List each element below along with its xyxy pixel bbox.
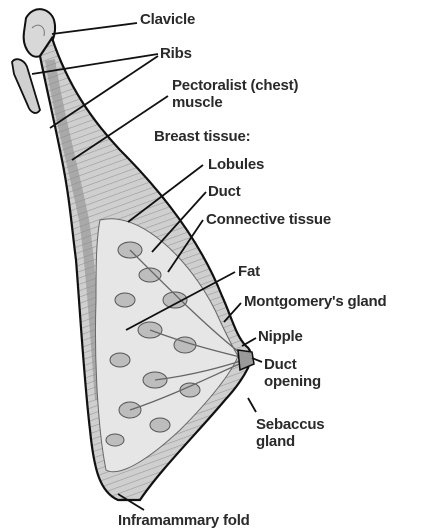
label-duct-opening: Duct opening [264,356,321,390]
label-breast-tissue: Breast tissue: [154,128,250,145]
label-pectoralis-muscle: Pectoralist (chest) muscle [172,77,298,111]
label-ribs: Ribs [160,45,192,62]
label-duct: Duct [208,183,241,200]
label-fat: Fat [238,263,260,280]
label-nipple: Nipple [258,328,303,345]
label-montgomerys-gland: Montgomery's gland [244,293,386,310]
rib-shape [12,59,40,113]
label-connective-tissue: Connective tissue [206,211,331,228]
nipple [238,350,254,370]
label-sebaccus-gland: Sebaccus gland [256,416,324,450]
label-lobules: Lobules [208,156,264,173]
label-inframammary-fold: Inframammary fold [118,512,250,529]
label-clavicle: Clavicle [140,11,195,28]
